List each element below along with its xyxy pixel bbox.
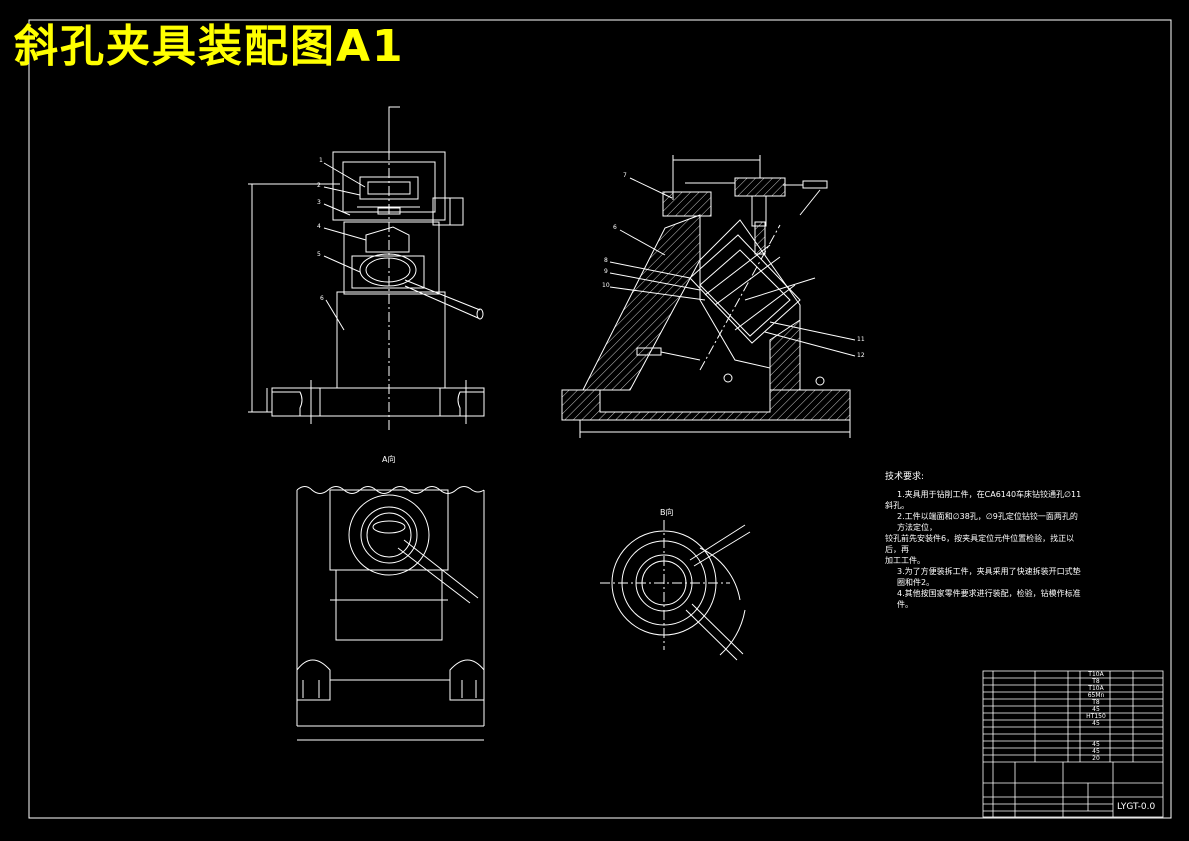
material-cell: 45 — [1092, 748, 1100, 755]
technical-requirements: 技术要求: 1.夹具用于钻削工件，在CA6140车床钻铰通孔∅11 斜孔。 2.… — [885, 472, 1085, 610]
balloon-7: 7 — [623, 172, 627, 179]
tech-item: 3.为了方便装拆工件，夹具采用了快速拆装开口式垫圈和件2。 — [897, 567, 1081, 587]
section-view — [561, 155, 856, 438]
materials-column: T10A T8 T10A 65Mn T8 45 HT150 45 45 45 2… — [1082, 671, 1110, 762]
balloon-4: 4 — [317, 223, 321, 230]
balloon-9: 9 — [604, 268, 608, 275]
material-cell — [1082, 734, 1110, 741]
tech-heading: 技术要求: — [885, 472, 925, 482]
tech-item: 铰孔前先安装件6，按夹具定位元件位置检验，找正以后，再 — [885, 534, 1075, 554]
balloon-12: 12 — [857, 352, 865, 359]
material-cell: 65Mn — [1087, 692, 1105, 699]
balloon-5: 5 — [317, 251, 321, 258]
tech-item: 1.夹具用于钻削工件，在CA6140车床钻铰通孔∅11 — [897, 490, 1082, 499]
view-a-label: A向 — [382, 455, 396, 464]
view-b-label: B向 — [660, 508, 674, 517]
balloon-11: 11 — [857, 336, 865, 343]
tech-item: 2.工件以端面和∅38孔，∅9孔定位钻铰一面两孔的方法定位， — [897, 512, 1078, 532]
tech-item: 斜孔。 — [885, 501, 909, 510]
balloon-6a: 6 — [320, 295, 324, 302]
front-view — [248, 106, 485, 430]
material-cell — [1082, 727, 1110, 734]
balloon-3: 3 — [317, 199, 321, 206]
material-cell: 20 — [1092, 755, 1100, 762]
balloon-6b: 6 — [613, 224, 617, 231]
material-cell: 45 — [1092, 720, 1100, 727]
material-cell: T8 — [1092, 699, 1100, 706]
tech-item: 4.其他按国家零件要求进行装配，检验，钻模作标准件。 — [897, 589, 1081, 609]
sheet-frame — [28, 19, 1172, 819]
tech-item: 加工工件。 — [885, 556, 925, 565]
material-cell: T8 — [1092, 678, 1100, 685]
drawing-number: LYGT-0.0 — [1117, 802, 1156, 812]
view-b — [600, 520, 751, 661]
balloon-10: 10 — [602, 282, 610, 289]
drawing-title: 斜孔夹具装配图A1 — [14, 21, 405, 72]
title-block — [982, 670, 1164, 818]
material-cell: HT150 — [1086, 713, 1106, 720]
view-a — [296, 486, 485, 741]
balloon-2: 2 — [317, 182, 321, 189]
material-cell: 45 — [1092, 706, 1100, 713]
material-cell: T10A — [1088, 671, 1104, 678]
material-cell: T10A — [1088, 685, 1104, 692]
balloon-8: 8 — [604, 257, 608, 264]
material-cell: 45 — [1092, 741, 1100, 748]
balloon-1: 1 — [319, 157, 323, 164]
